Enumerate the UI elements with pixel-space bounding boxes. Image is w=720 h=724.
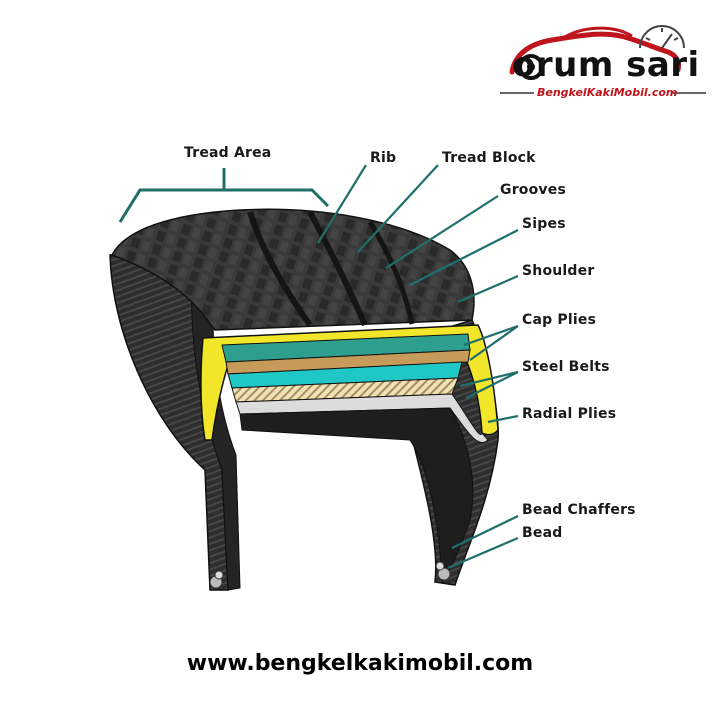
label-sipes: Sipes [522,216,566,232]
label-grooves: Grooves [500,182,566,198]
brand-logo-text: orum sari [512,45,700,85]
footer-website-url[interactable]: www.bengkelkakimobil.com [0,651,720,676]
label-tread-block: Tread Block [442,150,536,166]
label-tread-area: Tread Area [184,145,271,161]
label-bead: Bead [522,525,562,541]
label-radial-plies: Radial Plies [522,406,616,422]
label-shoulder: Shoulder [522,263,594,279]
label-bead-chaffers: Bead Chaffers [522,502,636,518]
brand-site-text: BengkelKakiMobil.com [537,86,677,100]
label-cap-plies: Cap Plies [522,312,596,328]
label-steel-belts: Steel Belts [522,359,610,375]
label-rib: Rib [370,150,396,166]
